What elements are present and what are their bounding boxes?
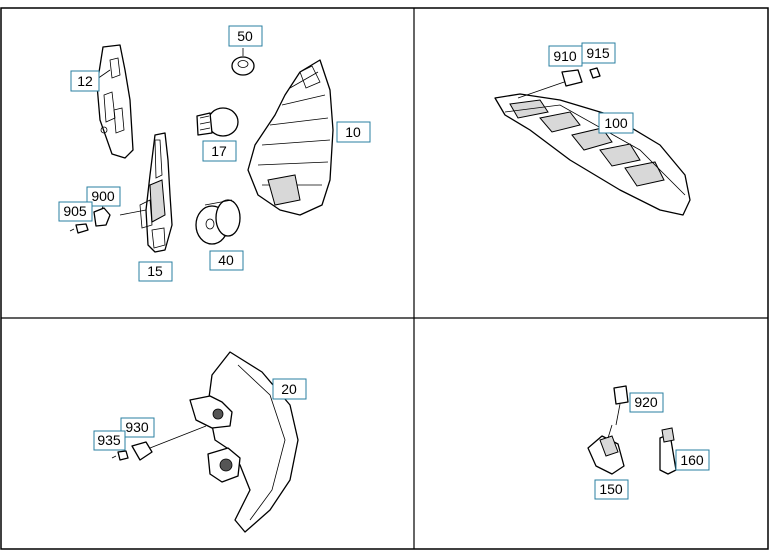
callout-12: 12 bbox=[70, 70, 100, 92]
callout-900: 900 bbox=[86, 186, 121, 207]
callout-150: 150 bbox=[594, 479, 629, 500]
part-930-clip bbox=[131, 441, 153, 461]
callout-50: 50 bbox=[228, 25, 263, 47]
svg-text:100: 100 bbox=[604, 115, 628, 131]
part-100-light-strip bbox=[494, 79, 691, 216]
callout-910: 910 bbox=[548, 45, 583, 67]
part-160-bulb bbox=[659, 427, 677, 475]
part-905-screw bbox=[69, 223, 89, 234]
part-17-bulb bbox=[196, 107, 239, 137]
callout-10: 10 bbox=[336, 121, 371, 143]
svg-text:20: 20 bbox=[281, 381, 297, 397]
panel-top-right bbox=[494, 67, 691, 216]
svg-text:15: 15 bbox=[147, 263, 163, 279]
part-915-screw bbox=[589, 67, 601, 79]
callout-160: 160 bbox=[675, 449, 710, 471]
callout-930: 930 bbox=[120, 417, 155, 438]
callout-20: 20 bbox=[272, 378, 307, 400]
callout-15: 15 bbox=[138, 261, 173, 282]
callout-915: 915 bbox=[581, 42, 616, 64]
svg-text:12: 12 bbox=[77, 73, 93, 89]
callout-905: 905 bbox=[58, 201, 93, 222]
svg-text:915: 915 bbox=[586, 45, 610, 61]
panel-top-left bbox=[69, 44, 334, 253]
part-12-gasket bbox=[83, 44, 134, 159]
svg-text:160: 160 bbox=[680, 452, 704, 468]
part-910-holder bbox=[561, 69, 583, 87]
svg-text:10: 10 bbox=[345, 124, 361, 140]
svg-text:920: 920 bbox=[634, 394, 658, 410]
svg-text:50: 50 bbox=[237, 28, 253, 44]
svg-text:910: 910 bbox=[553, 48, 577, 64]
panel-bottom-left bbox=[111, 351, 299, 533]
svg-text:17: 17 bbox=[211, 143, 227, 159]
callout-935: 935 bbox=[93, 430, 126, 451]
svg-text:150: 150 bbox=[599, 481, 623, 497]
svg-text:905: 905 bbox=[63, 203, 87, 219]
svg-text:40: 40 bbox=[218, 252, 234, 268]
panel-frame bbox=[0, 7, 769, 550]
part-935-screw bbox=[111, 450, 129, 461]
callout-920: 920 bbox=[629, 392, 664, 413]
part-15-bracket bbox=[119, 132, 173, 253]
callout-100: 100 bbox=[598, 112, 634, 134]
part-150-socket bbox=[587, 424, 625, 475]
svg-text:935: 935 bbox=[97, 432, 121, 448]
callout-17: 17 bbox=[202, 140, 237, 162]
part-920-bulb-holder bbox=[613, 385, 629, 426]
panel-bottom-right bbox=[587, 385, 677, 475]
part-10-lamp-housing bbox=[247, 59, 334, 216]
part-40-socket bbox=[195, 199, 241, 245]
part-50-nut bbox=[231, 48, 255, 76]
svg-text:900: 900 bbox=[91, 188, 115, 204]
callout-40: 40 bbox=[209, 250, 244, 271]
svg-text:930: 930 bbox=[125, 419, 149, 435]
